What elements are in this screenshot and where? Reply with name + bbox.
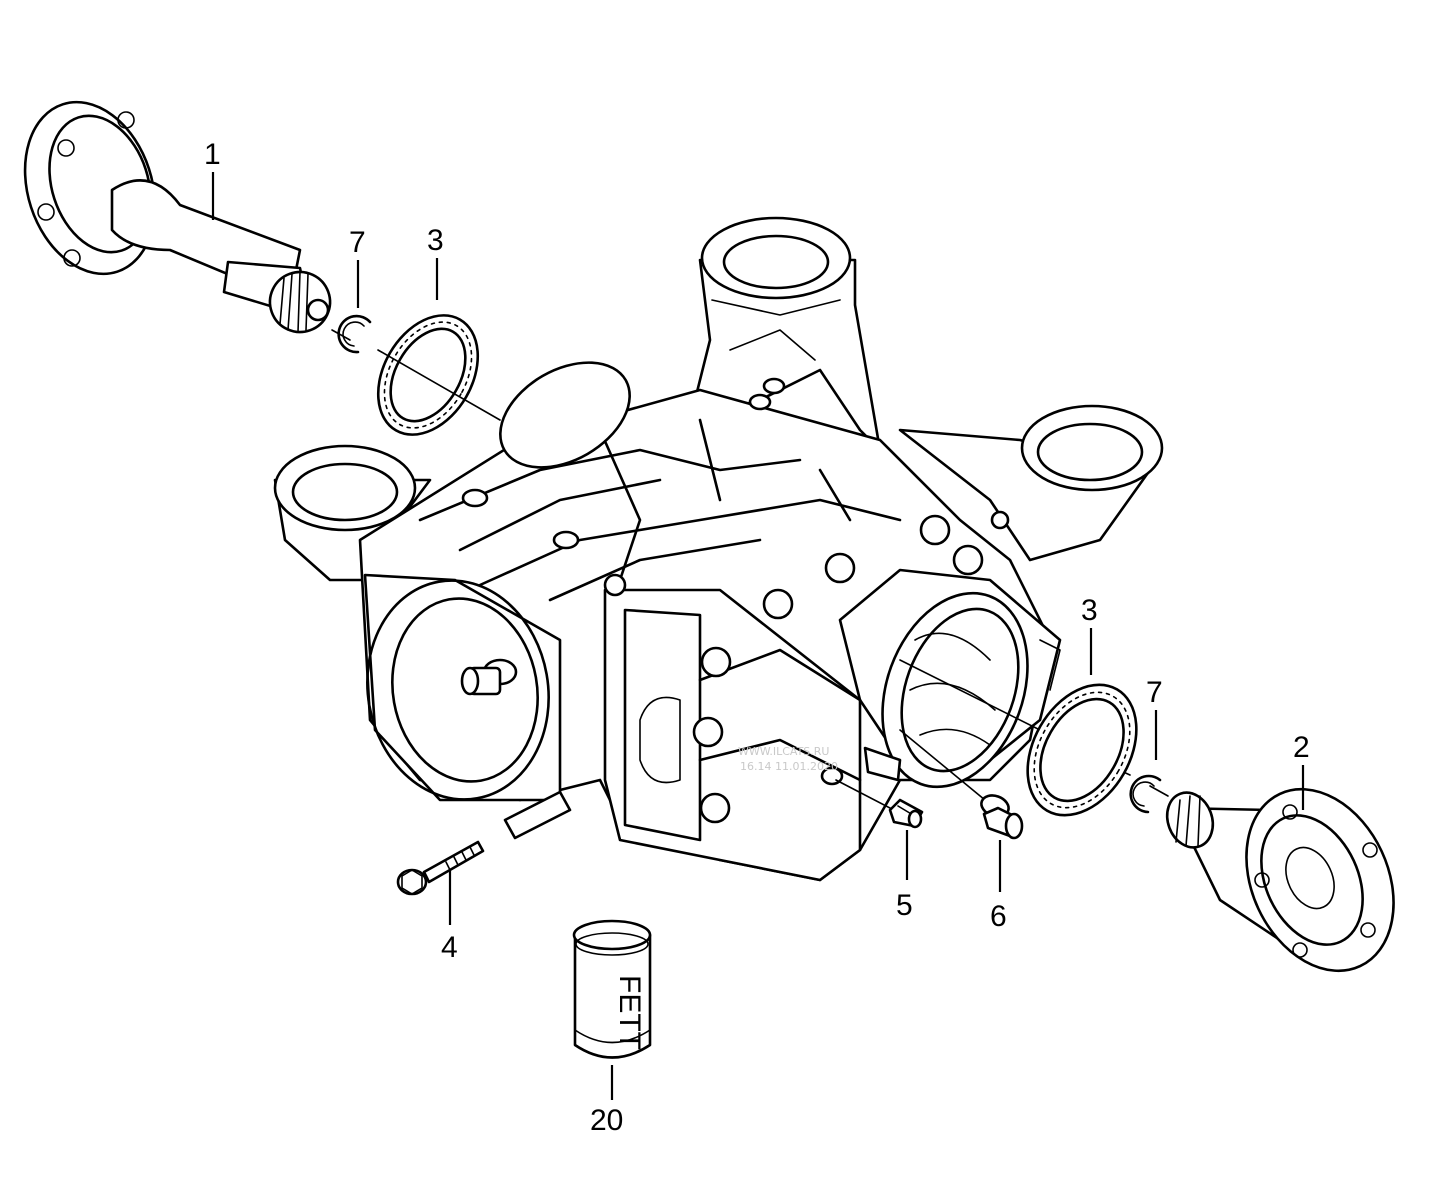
part-4-bolt[interactable] xyxy=(396,840,485,896)
callout-20[interactable]: 20 xyxy=(590,1104,623,1137)
part-5-plug[interactable] xyxy=(888,798,924,829)
callout-5[interactable]: 5 xyxy=(896,889,913,922)
part-20-grease-can[interactable]: FETT xyxy=(572,919,652,1059)
watermark: WWW.ILCATS.RU 16.14 11.01.2020 xyxy=(738,745,838,773)
axle-housing xyxy=(273,216,1164,882)
can-label: FETT xyxy=(613,975,646,1050)
callout-2[interactable]: 2 xyxy=(1293,731,1310,764)
callout-7-right[interactable]: 7 xyxy=(1146,676,1163,709)
part-3-oil-seal-left[interactable] xyxy=(358,298,498,453)
leader-lines xyxy=(211,172,1305,1100)
callout-6[interactable]: 6 xyxy=(990,900,1007,933)
callout-1[interactable]: 1 xyxy=(204,138,221,171)
callout-4[interactable]: 4 xyxy=(441,931,458,964)
callout-3-right[interactable]: 3 xyxy=(1081,594,1098,627)
watermark-line-1: WWW.ILCATS.RU xyxy=(738,745,829,758)
callout-3-left[interactable]: 3 xyxy=(427,224,444,257)
part-1-flange-shaft[interactable] xyxy=(4,85,339,340)
left-axis-lines xyxy=(331,329,501,421)
part-2-flange-shaft[interactable] xyxy=(1160,765,1422,995)
housing-bolts xyxy=(603,510,1010,824)
part-6-drain-plug[interactable] xyxy=(978,792,1024,840)
callout-7-left[interactable]: 7 xyxy=(349,226,366,259)
watermark-line-2: 16.14 11.01.2020 xyxy=(740,760,838,773)
part-3-oil-seal-right[interactable] xyxy=(1005,665,1158,834)
part-7-circlip-right[interactable] xyxy=(1129,774,1162,814)
part-7-circlip-left[interactable] xyxy=(337,314,372,354)
callout-labels: 1 7 3 3 7 2 4 5 6 20 xyxy=(204,138,1310,1137)
